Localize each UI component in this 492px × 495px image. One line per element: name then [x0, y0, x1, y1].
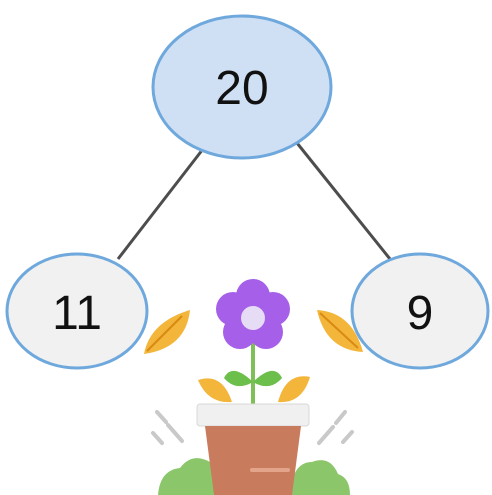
- node-right-label: 9: [407, 287, 434, 340]
- flower-pot-icon: [144, 279, 363, 495]
- edge-root-right: [295, 142, 392, 260]
- grass-icon: [158, 458, 350, 495]
- edge-root-left: [116, 148, 205, 260]
- node-right: 9: [350, 252, 490, 370]
- node-left: 11: [5, 252, 149, 370]
- leaf-icon: [317, 310, 363, 352]
- leaf-icon: [144, 310, 190, 354]
- node-left-label: 11: [52, 287, 102, 340]
- flower-icon: [216, 279, 290, 349]
- node-root: 20: [151, 14, 333, 160]
- node-root-label: 20: [215, 62, 268, 115]
- sparkle-lines-icon: [151, 410, 354, 445]
